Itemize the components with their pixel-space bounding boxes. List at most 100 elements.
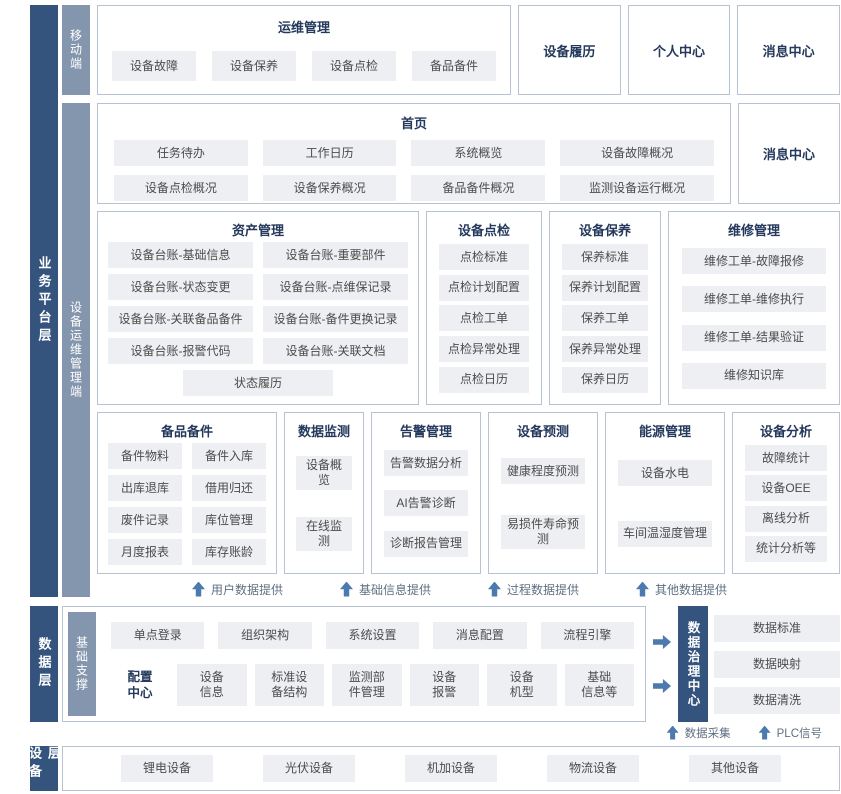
module-title: 设备点检 xyxy=(457,223,510,238)
flow-label: 基础信息提供 xyxy=(359,582,432,597)
module-title: 告警管理 xyxy=(399,424,452,439)
module-item: 流程引擎 xyxy=(540,621,635,649)
message-center-card: 消息中心 xyxy=(737,5,841,95)
personal-center-card: 个人中心 xyxy=(627,5,731,95)
module-item: 设备故障 xyxy=(112,51,196,81)
module-repair-management: 维修管理 维修工单-故障报修 维修工单-维修执行 维修工单-结果验证 维修知识库 xyxy=(668,211,840,405)
data-governance-center-label: 数据治理中心 xyxy=(678,606,708,722)
device-layer-label: 设备层 xyxy=(27,746,61,791)
module-alarm-management: 告警管理 告警数据分析 AI告警诊断 诊断报告管理 xyxy=(371,412,481,574)
acquisition-flow-arrows: 数据采集 PLC信号 xyxy=(30,724,840,741)
module-item: 备品备件概况 xyxy=(411,175,546,201)
module-item: 数据清洗 xyxy=(714,686,840,714)
module-item: 物流设备 xyxy=(547,755,639,782)
module-spot-check: 设备点检 点检标准 点检计划配置 点检工单 点检异常处理 点检日历 xyxy=(426,211,542,405)
module-equipment-analysis: 设备分析 故障统计 设备OEE 离线分析 统计分析等 xyxy=(732,412,840,574)
module-item: 状态履历 xyxy=(183,370,333,396)
device-history-card: 设备履历 xyxy=(518,5,621,95)
module-items: 保养标准 保养计划配置 保养工单 保养异常处理 保养日历 xyxy=(560,242,650,395)
flow-process-data: 过程数据提供 xyxy=(488,581,579,598)
module-items: 设备台账-基础信息 设备台账-重要部件 设备台账-状态变更 设备台账-点维保记录… xyxy=(108,242,408,396)
module-title: 资产管理 xyxy=(231,223,284,238)
module-items: 告警数据分析 AI告警诊断 诊断报告管理 xyxy=(382,443,470,564)
module-item: 维修工单-结果验证 xyxy=(682,324,826,351)
module-item: 出库退库 xyxy=(108,475,182,501)
ops-management-panel: 运维管理 设备故障 设备保养 设备点检 备品备件 xyxy=(97,5,511,95)
business-content: 移动端 运维管理 设备故障 设备保养 设备点检 备品备件 设备履历 个人中心 消… xyxy=(62,5,841,597)
flow-label: PLC信号 xyxy=(776,727,822,740)
module-item: 系统概览 xyxy=(411,140,546,166)
support-row-1: 单点登录 组织架构 系统设置 消息配置 流程引擎 xyxy=(111,621,635,649)
terminal-sublabel: 设备运维管理端 xyxy=(62,103,90,597)
module-items: 备件物料 备件入库 出库退库 借用归还 废件记录 库位管理 月度报表 库存账龄 xyxy=(108,443,266,565)
module-item: 光伏设备 xyxy=(263,755,355,782)
data-collect-flow: 数据采集 xyxy=(666,725,731,741)
up-arrow-icon xyxy=(636,581,649,597)
module-item: 其他设备 xyxy=(689,755,781,782)
module-item: 机加设备 xyxy=(405,755,497,782)
up-arrow-icon xyxy=(340,581,353,597)
business-platform-layer: 业务平台层 移动端 运维管理 设备故障 设备保养 设备点检 备品备件 设备履历 … xyxy=(30,5,841,597)
flow-basic-info: 基础信息提供 xyxy=(340,581,431,598)
module-item: 车间温湿度管理 xyxy=(617,520,713,547)
module-item: 库存账龄 xyxy=(192,539,266,565)
module-item: 废件记录 xyxy=(108,507,182,533)
module-item: 设备台账-报警代码 xyxy=(108,338,253,364)
module-item: 保养工单 xyxy=(561,305,649,332)
up-arrow-icon xyxy=(488,581,501,597)
module-title: 维修管理 xyxy=(727,223,780,238)
home-section: 首页 任务待办 工作日历 系统概览 设备故障概况 设备点检概况 设备保养概况 备… xyxy=(97,103,840,204)
support-items: 单点登录 组织架构 系统设置 消息配置 流程引擎 配置 中心 设备 信息 标准设… xyxy=(105,612,640,716)
module-item: 备件物料 xyxy=(108,443,182,469)
module-item: 设备保养概况 xyxy=(262,175,397,201)
flow-other-data: 其他数据提供 xyxy=(636,581,727,598)
module-item: 设备台账-点维保记录 xyxy=(263,274,408,300)
module-item: 健康程度预测 xyxy=(500,458,586,485)
module-item: 设备保养 xyxy=(212,51,296,81)
module-item: 点检标准 xyxy=(438,244,530,271)
home-title: 首页 xyxy=(400,116,427,131)
module-item: 易损件寿命预测 xyxy=(500,514,586,549)
module-item: 任务待办 xyxy=(114,140,248,166)
module-item: 设备台账-状态变更 xyxy=(108,274,253,300)
module-item: 单点登录 xyxy=(111,621,205,649)
module-item: 基础 信息等 xyxy=(564,664,634,707)
module-item: 监测设备运行概况 xyxy=(560,175,714,201)
mobile-section: 移动端 运维管理 设备故障 设备保养 设备点检 备品备件 设备履历 个人中心 消… xyxy=(62,5,841,95)
module-item: 库位管理 xyxy=(192,507,266,533)
module-items: 故障统计 设备OEE 离线分析 统计分析等 xyxy=(743,443,829,564)
flow-label: 其他数据提供 xyxy=(655,582,728,597)
module-item: 设备概览 xyxy=(296,456,352,491)
governance-items: 数据标准 数据映射 数据清洗 xyxy=(714,606,840,722)
module-item: 故障统计 xyxy=(744,445,828,472)
modules-row-1: 资产管理 设备台账-基础信息 设备台账-重要部件 设备台账-状态变更 设备台账-… xyxy=(97,211,840,405)
module-item: 消息配置 xyxy=(433,621,527,649)
module-item: 工作日历 xyxy=(262,140,397,166)
terminal-section: 设备运维管理端 首页 任务待办 工作日历 系统概览 设备故障概况 设备点检概况 xyxy=(62,103,840,597)
data-layer: 数据层 基础支撑 单点登录 组织架构 系统设置 消息配置 流程引擎 配置 中心 … xyxy=(30,606,840,722)
module-item: 组织架构 xyxy=(218,621,312,649)
up-arrow-icon xyxy=(666,725,679,740)
module-item: 设备 机型 xyxy=(487,664,557,707)
module-item: 设备台账-重要部件 xyxy=(263,242,408,268)
module-maintenance: 设备保养 保养标准 保养计划配置 保养工单 保养异常处理 保养日历 xyxy=(549,211,661,405)
module-items: 健康程度预测 易损件寿命预测 xyxy=(499,443,587,564)
data-layer-label: 数据层 xyxy=(30,606,58,722)
home-panel: 首页 任务待办 工作日历 系统概览 设备故障概况 设备点检概况 设备保养概况 备… xyxy=(97,103,731,204)
up-arrow-icon xyxy=(192,581,205,597)
module-item: 保养异常处理 xyxy=(561,336,649,363)
module-item: 标准设 备结构 xyxy=(254,664,324,707)
module-item: 离线分析 xyxy=(744,505,828,532)
module-item: 设备水电 xyxy=(617,460,713,487)
module-item: 在线监测 xyxy=(296,516,352,551)
module-item: 监测部 件管理 xyxy=(332,664,402,707)
module-item: 数据标准 xyxy=(714,614,840,642)
module-asset-management: 资产管理 设备台账-基础信息 设备台账-重要部件 设备台账-状态变更 设备台账-… xyxy=(97,211,419,405)
module-title: 能源管理 xyxy=(638,424,691,439)
module-item: 设备台账-备件更换记录 xyxy=(263,306,408,332)
ops-items: 设备故障 设备保养 设备点检 备品备件 xyxy=(112,51,496,81)
flow-label: 过程数据提供 xyxy=(507,582,580,597)
module-item: 保养标准 xyxy=(561,244,649,271)
module-item: 设备 报警 xyxy=(409,664,479,707)
